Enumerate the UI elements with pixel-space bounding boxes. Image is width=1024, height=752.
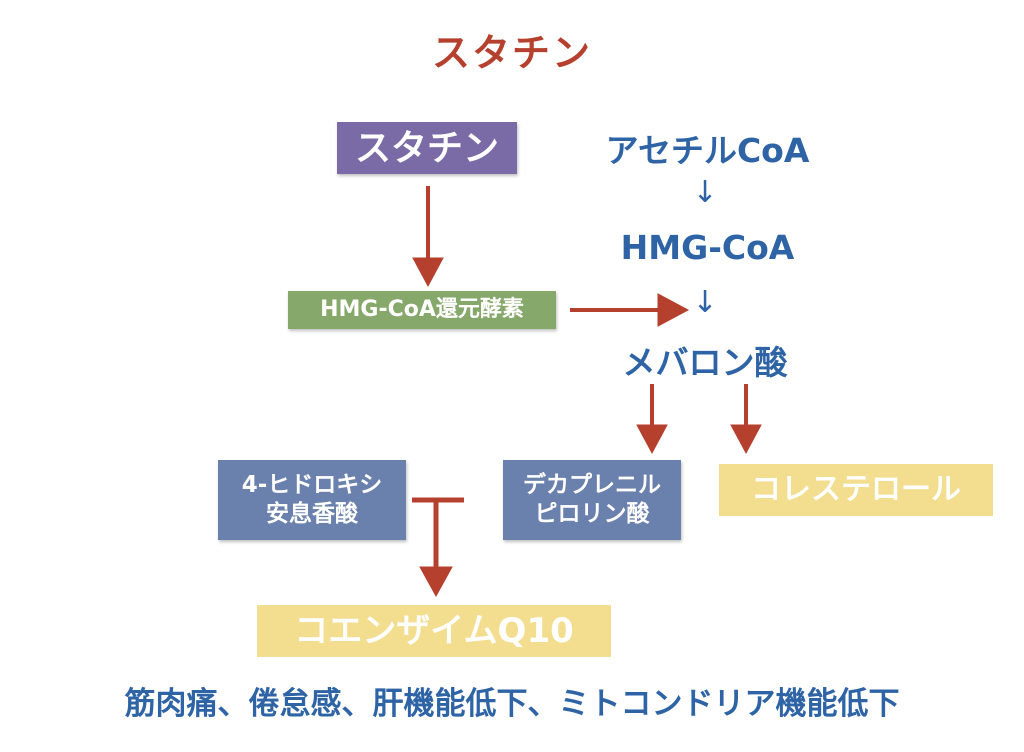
page-title: スタチン (431, 31, 592, 75)
arrow-mevalonic-to-cholesterol (730, 384, 762, 455)
cholesterol-label: コレステロール (751, 472, 961, 508)
decaprenyl-pyrophosphate-line2: ピロリン酸 (534, 501, 650, 527)
pathway-arrow-2: ↓ (692, 285, 718, 320)
arrow-mevalonic-to-decaprenyl (636, 384, 668, 455)
arrow-to-coenzyme-q10 (412, 497, 464, 598)
statin-box: スタチン (337, 122, 517, 174)
pathway-arrow-1: ↓ (692, 175, 718, 210)
coenzyme-q10-box: コエンザイムQ10 (257, 605, 611, 657)
decaprenyl-pyrophosphate-box: デカプレニル ピロリン酸 (503, 460, 681, 540)
hydroxybenzoic-acid-line2: 安息香酸 (266, 501, 358, 527)
hydroxybenzoic-acid-box: 4-ヒドロキシ 安息香酸 (218, 460, 406, 540)
hmg-coa-reductase-box: HMG-CoA還元酵素 (288, 291, 556, 329)
hmg-coa-label: HMG-CoA (620, 228, 795, 267)
statin-label: スタチン (354, 127, 499, 169)
cholesterol-box: コレステロール (719, 464, 993, 516)
hmg-coa-reductase-label: HMG-CoA還元酵素 (320, 297, 524, 323)
side-effects-text: 筋肉痛、倦怠感、肝機能低下、ミトコンドリア機能低下 (124, 686, 900, 722)
acetyl-coa-label: アセチルCoA (605, 131, 810, 170)
arrow-statin-to-reductase (412, 186, 444, 288)
arrow-reductase-to-pathway (570, 293, 690, 327)
mevalonic-acid-label: メバロン酸 (622, 343, 788, 382)
decaprenyl-pyrophosphate-line1: デカプレニル (523, 472, 661, 499)
coenzyme-q10-label: コエンザイムQ10 (294, 610, 574, 651)
hydroxybenzoic-acid-line1: 4-ヒドロキシ (241, 472, 383, 499)
